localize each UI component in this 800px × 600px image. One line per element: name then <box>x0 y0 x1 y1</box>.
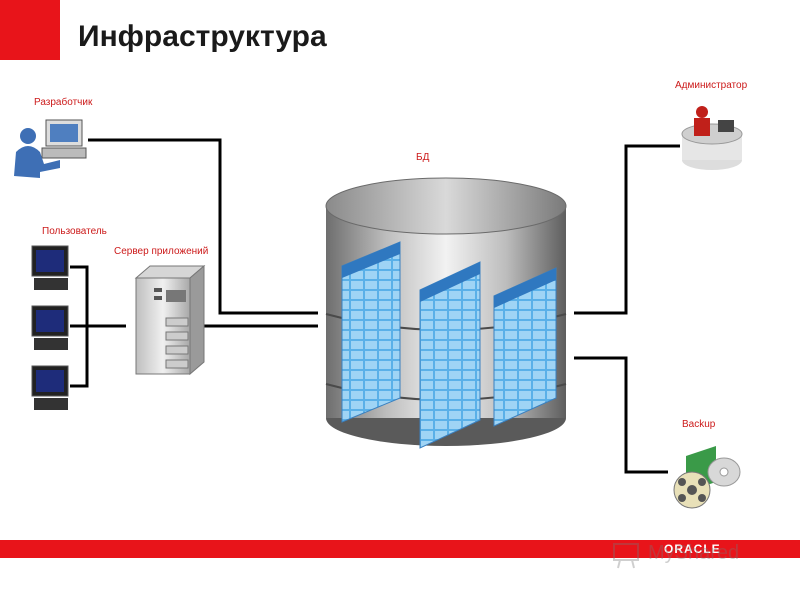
brand-corner-block <box>0 0 60 60</box>
developer-workstation-icon <box>14 119 87 178</box>
label-admin: Администратор <box>675 80 748 91</box>
label-backup: Backup <box>682 419 716 430</box>
line-db-backup <box>574 356 668 474</box>
admin-desk-icon <box>681 106 743 170</box>
watermark-text: MyShared <box>648 542 740 564</box>
label-app-server: Сервер приложений <box>114 246 209 257</box>
footer-bar <box>0 540 800 558</box>
watermark-icon <box>613 543 639 569</box>
backup-tape-icon <box>673 446 741 509</box>
db-table-icon-3 <box>493 267 557 427</box>
line-db-admin <box>574 144 680 315</box>
connection-lines <box>70 138 680 474</box>
monitor-icon-3 <box>31 365 69 410</box>
db-table-icon-1 <box>341 241 401 423</box>
oracle-logo: ORACLE <box>664 542 721 556</box>
db-table-icon-2 <box>419 261 481 449</box>
label-user: Пользователь <box>42 226 107 237</box>
label-db: БД <box>416 152 430 163</box>
monitor-icon-2 <box>31 305 69 350</box>
monitor-icon-1 <box>31 245 69 290</box>
server-tower-icon <box>134 264 206 376</box>
page-title: Инфраструктура <box>78 20 327 53</box>
line-developer-db <box>88 138 318 315</box>
watermark: MyShared <box>612 540 772 570</box>
label-developer: Разработчик <box>34 97 93 108</box>
